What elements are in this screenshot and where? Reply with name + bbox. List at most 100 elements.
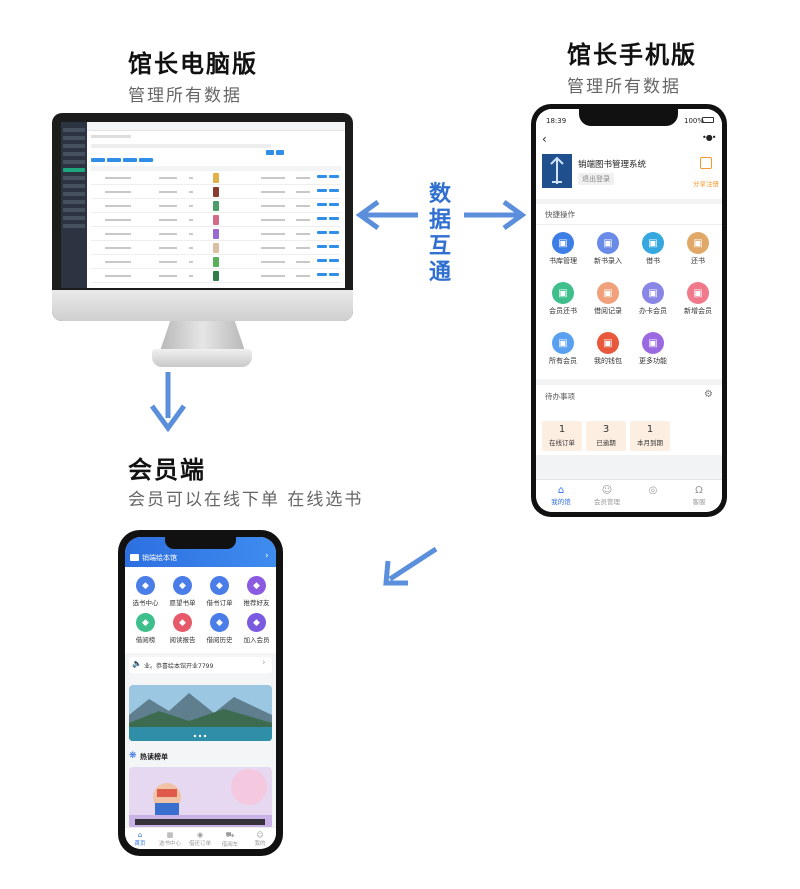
member-grid-item[interactable]: ◆借阅榜 [127, 613, 164, 644]
quick-action-item[interactable]: ▣还书 [675, 228, 721, 274]
quick-action-item[interactable]: ▣ 新增会员 [675, 278, 721, 324]
quick-action-item[interactable]: ▣ 借书 [630, 228, 676, 274]
todo-online-orders[interactable]: 1 在线订单 [542, 421, 582, 451]
quick-action-item[interactable]: ▣借阅记录 [585, 278, 631, 324]
member-grid-item[interactable]: ◆阅读报告 [164, 613, 201, 644]
tab-my-library[interactable]: ⌂ 我的馆 [538, 485, 584, 506]
quick-action-item[interactable]: ▣所有会员 [540, 328, 586, 374]
quick-action-item[interactable]: ▣新书录入 [585, 228, 631, 274]
medal-icon: ◎ [648, 485, 658, 496]
pc-side-item[interactable] [63, 144, 85, 148]
notice-text: 业。恭喜绘本馆开业7799 [144, 663, 214, 670]
todo-label: 在线订单 [549, 439, 575, 447]
tab-member-manage[interactable]: ☺ 会员管理 [584, 485, 630, 506]
quick-action-label: 新增会员 [684, 307, 712, 315]
pc-side-item[interactable] [63, 224, 85, 228]
hot-list-banner[interactable] [129, 767, 272, 829]
desktop-title: 馆长电脑版 [128, 50, 258, 78]
quick-action-label: 办卡会员 [639, 307, 667, 315]
pc-side-item[interactable] [63, 200, 85, 204]
quick-action-icon: ▣ [552, 282, 574, 304]
pc-side-item[interactable] [63, 152, 85, 156]
pc-toolbar-button[interactable] [139, 158, 153, 162]
quick-actions-card: 快捷操作 ▣书库管理▣新书录入▣借书▣还书▣会员还书▣借阅记录▣办卡会员▣新增会… [536, 204, 722, 379]
quick-action-icon: ▣ [687, 282, 709, 304]
admin-phone-notch [579, 109, 678, 126]
pc-side-item[interactable] [63, 184, 85, 188]
quick-action-icon: ▣ [642, 232, 664, 254]
share-register-link[interactable]: 分享注册 [693, 180, 719, 188]
tab-mine[interactable]: ☺ 我的 [245, 831, 275, 847]
pc-side-item[interactable] [63, 216, 85, 220]
table-row[interactable] [91, 256, 341, 269]
pc-side-item[interactable] [63, 208, 85, 212]
pc-toolbar-button[interactable] [107, 158, 121, 162]
logout-button[interactable]: 退出登录 [578, 173, 614, 185]
quick-action-item[interactable]: ▣办卡会员 [630, 278, 676, 324]
member-grid-item[interactable]: ◆借阅历史 [201, 613, 238, 644]
todo-overdue[interactable]: 3 已逾期 [586, 421, 626, 451]
tab-book-center[interactable]: ▦ 选书中心 [155, 831, 185, 847]
more-icon[interactable]: •●• [702, 133, 716, 142]
tab-cart[interactable]: ⛟ 借阅车 [215, 831, 245, 848]
pc-side-item[interactable] [63, 160, 85, 164]
back-icon[interactable]: ‹ [542, 132, 547, 146]
table-row[interactable] [91, 270, 341, 283]
user-icon: ☺ [256, 831, 264, 839]
todo-section-title: 待办事项 [545, 392, 575, 401]
quick-action-label: 借书 [646, 257, 660, 265]
table-row[interactable] [91, 172, 341, 185]
pc-side-item-active[interactable] [63, 168, 85, 172]
todo-month-expire[interactable]: 1 本月到期 [630, 421, 670, 451]
banner-image[interactable] [129, 685, 272, 741]
quick-action-icon: ▣ [552, 332, 574, 354]
pc-search-button[interactable] [266, 150, 274, 155]
share-icon[interactable] [700, 157, 712, 169]
monitor-stand [160, 321, 245, 351]
quick-action-label: 借阅记录 [594, 307, 622, 315]
quick-action-label: 我的钱包 [594, 357, 622, 365]
desktop-subtitle: 管理所有数据 [128, 86, 242, 106]
quick-action-item[interactable]: ▣会员还书 [540, 278, 586, 324]
quick-action-item[interactable]: ▣更多功能 [630, 328, 676, 374]
tab-orders[interactable]: ◉ 借还订单 [185, 831, 215, 847]
member-grid-item[interactable]: ◆加入会员 [238, 613, 275, 644]
table-row[interactable] [91, 228, 341, 241]
todo-label: 本月到期 [637, 439, 663, 447]
quick-action-icon: ▣ [687, 232, 709, 254]
member-grid-item[interactable]: ◆借书订单 [201, 576, 238, 607]
member-grid-icon: ◆ [247, 613, 266, 632]
monitor-base [152, 349, 252, 367]
member-grid-item[interactable]: ◆愿望书单 [164, 576, 201, 607]
table-row[interactable] [91, 242, 341, 255]
pc-side-item[interactable] [63, 128, 85, 132]
pc-side-item[interactable] [63, 176, 85, 180]
sync-char: 互 [428, 234, 451, 259]
table-row[interactable] [91, 214, 341, 227]
hot-list-title: 热读榜单 [140, 753, 168, 761]
fire-icon: ❋ [129, 751, 137, 761]
tab-service[interactable]: Ω 客服 [676, 485, 722, 506]
tab-home[interactable]: ⌂ 首页 [125, 831, 155, 847]
member-grid-label: 借书订单 [206, 599, 233, 607]
table-row[interactable] [91, 186, 341, 199]
settings-icon[interactable]: ⚙ [704, 389, 713, 400]
pc-reset-button[interactable] [276, 150, 284, 155]
quick-section-title: 快捷操作 [545, 210, 575, 219]
tab-rank[interactable]: ◎ [630, 485, 676, 496]
member-grid-icon: ◆ [247, 576, 266, 595]
table-row[interactable] [91, 200, 341, 213]
arrow-down-icon [149, 372, 187, 433]
pc-toolbar-button[interactable] [123, 158, 137, 162]
pc-side-item[interactable] [63, 192, 85, 196]
pc-toolbar-button[interactable] [91, 158, 105, 162]
quick-action-item[interactable]: ▣书库管理 [540, 228, 586, 274]
pc-side-item[interactable] [63, 136, 85, 140]
notice-bar[interactable]: 🔈 业。恭喜绘本馆开业7799 › [129, 657, 272, 673]
pc-toolbar [91, 158, 177, 163]
member-grid-item[interactable]: ◆推荐好友 [238, 576, 275, 607]
chevron-right-icon[interactable]: › [265, 551, 269, 561]
member-grid-label: 愿望书单 [169, 599, 196, 607]
member-grid-item[interactable]: ◆选书中心 [127, 576, 164, 607]
quick-action-item[interactable]: ▣我的钱包 [585, 328, 631, 374]
